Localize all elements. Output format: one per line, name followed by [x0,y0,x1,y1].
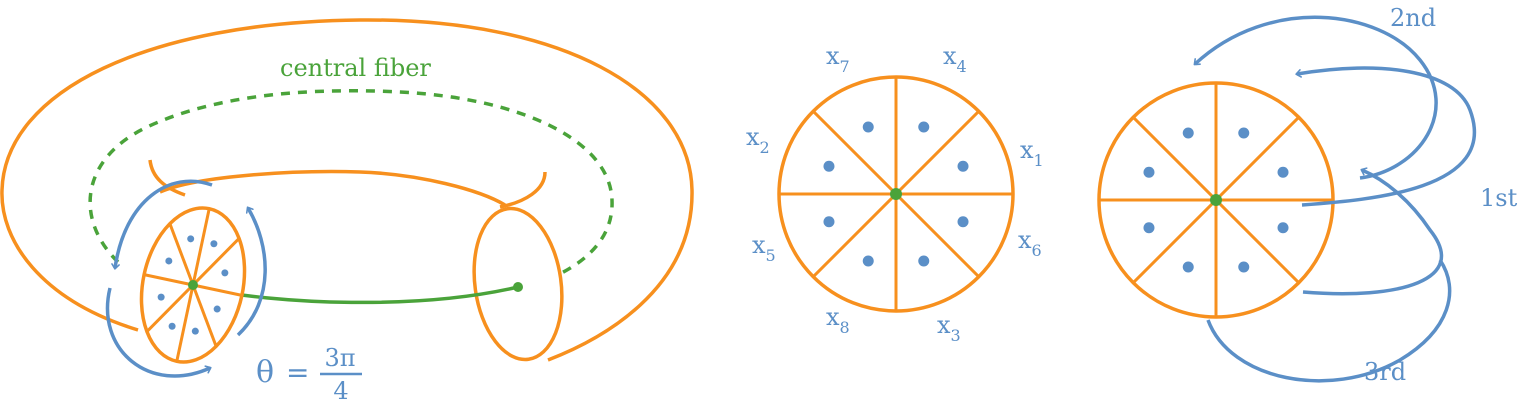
left-disk-point [187,235,195,243]
torus-hole-right-cusp [499,171,547,209]
right-disk-point [1143,166,1155,178]
label-x4: x4 [943,42,967,76]
pass-label-2nd: 2nd [1390,4,1436,32]
right-disk-center [1210,194,1222,206]
torus-hole-lower [159,169,506,207]
left-disk-center [188,280,198,290]
left-disk-point [157,293,165,301]
rotation-arrow-upper [111,179,213,270]
left-disk-point [210,240,218,248]
label-x2: x2 [746,123,770,157]
theta-symbol: θ [256,355,274,390]
label-x6: x6 [1018,226,1042,260]
pass-arrow-second [1193,15,1438,180]
right-disk-point [1277,222,1289,234]
central-fiber-end-point [513,282,523,292]
left-disk-point [168,322,176,330]
mid-disk-point [957,160,969,172]
pass-arrow-first [1295,66,1477,207]
monodromy-disk [1097,81,1335,319]
mid-disk-point [823,160,835,172]
pass-label-1st: 1st [1480,184,1518,212]
left-disk-point [213,305,221,313]
mid-disk-point [918,121,930,133]
mid-disk-point [823,216,835,228]
torus-hole-left-cusp [148,159,186,197]
left-disk-point [191,327,199,335]
left-disk-point [221,269,229,277]
label-x1: x1 [1020,136,1044,170]
theta-equals: = [286,356,309,389]
mid-disk-center [890,188,902,200]
left-disk-point [165,257,173,265]
right-disk-point [1182,261,1194,273]
torus-outer-outline [0,18,694,362]
left-cross-section-disk [139,206,247,364]
rotation-arrow-lower [105,287,212,378]
central-fiber-dashed [88,89,614,290]
mid-disk-point [862,255,874,267]
pass-arrow-bottom-loop [1206,259,1452,383]
theta-denominator: 4 [333,377,348,403]
right-disk-point [1182,127,1194,139]
label-x7: x7 [826,42,850,76]
right-disk-point [1277,166,1289,178]
right-disk-point [1143,222,1155,234]
mid-disk-point [862,121,874,133]
theta-numerator: 3π [324,344,355,372]
labeled-disk-group: x7 x4 x2 x1 x5 x6 x8 x3 [746,42,1044,345]
torus-group: central fiber θ = 3π 4 [0,18,694,403]
right-disk-point [1238,127,1250,139]
pass-arrow-third [1302,167,1444,296]
mid-disk-point [957,216,969,228]
labeled-disk [777,75,1015,313]
label-x8: x8 [826,303,850,337]
pass-label-3rd: 3rd [1364,358,1406,386]
mid-disk-point [918,255,930,267]
label-x5: x5 [752,231,776,265]
label-x3: x3 [937,311,961,345]
monodromy-disk-group: 2nd 1st 3rd [1097,4,1518,386]
central-fiber-label: central fiber [280,54,431,82]
theta-label: θ = 3π 4 [256,344,362,403]
rotation-arrow-right [236,206,267,337]
right-disk-point [1238,261,1250,273]
